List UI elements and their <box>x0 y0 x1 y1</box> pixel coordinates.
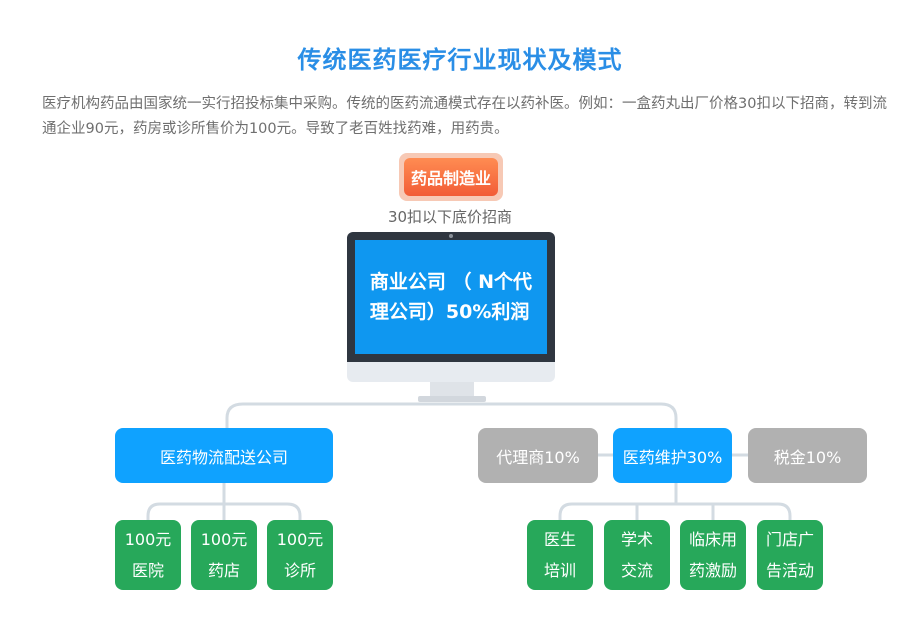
monitor-node: 商业公司 （ N个代 理公司）50%利润 <box>347 232 555 362</box>
store-advert-node: 门店广 告活动 <box>757 520 823 590</box>
monitor-screen: 商业公司 （ N个代 理公司）50%利润 <box>355 240 547 354</box>
hospital-price: 100元 <box>124 530 172 549</box>
manufacturer-label: 药品制造业 <box>404 158 498 196</box>
hospital-node: 100元 医院 <box>115 520 181 590</box>
doctor-training-node: 医生 培训 <box>527 520 593 590</box>
tax-label: 税金10% <box>773 447 842 467</box>
clinic-node: 100元 诊所 <box>267 520 333 590</box>
pharmacy-price: 100元 <box>200 530 248 549</box>
logistics-company-label: 医药物流配送公司 <box>159 447 288 467</box>
camera-dot <box>449 234 453 238</box>
tax-node: 税金10% <box>748 428 867 483</box>
clinic-label: 诊所 <box>283 561 316 580</box>
monitor-chin <box>347 362 555 382</box>
manufacturer-caption: 30扣以下底价招商 <box>387 208 513 226</box>
clinical-incentive-line2: 药激励 <box>688 561 737 580</box>
clinical-incentive-line1: 临床用 <box>688 530 737 549</box>
doctor-training-line2: 培训 <box>543 561 576 580</box>
hospital-label: 医院 <box>131 561 164 580</box>
academic-exchange-line2: 交流 <box>620 561 653 580</box>
clinical-incentive-node: 临床用 药激励 <box>680 520 746 590</box>
doctor-training-line1: 医生 <box>543 530 576 549</box>
maintenance-label: 医药维护30% <box>622 447 723 467</box>
pharmacy-label: 药店 <box>207 561 240 580</box>
monitor-text-line2: 理公司）50%利润 <box>369 301 530 323</box>
maintenance-node: 医药维护30% <box>613 428 732 483</box>
academic-exchange-node: 学术 交流 <box>604 520 670 590</box>
academic-exchange-line1: 学术 <box>620 530 653 549</box>
apple-logo-icon <box>444 365 458 379</box>
logistics-company-node: 医药物流配送公司 <box>115 428 333 483</box>
page-title: 传统医药医疗行业现状及模式 <box>297 46 623 74</box>
monitor-stand-neck <box>430 382 474 396</box>
agent-label: 代理商10% <box>496 447 580 467</box>
intro-paragraph: 医疗机构药品由国家统一实行招投标集中采购。传统的医药流通模式存在以药补医。例如：… <box>42 96 887 137</box>
monitor-text-line1: 商业公司 （ N个代 <box>369 271 533 293</box>
store-advert-line2: 告活动 <box>765 561 814 580</box>
manufacturer-node: 药品制造业 <box>399 153 503 201</box>
store-advert-line1: 门店广 <box>765 530 814 549</box>
agent-node: 代理商10% <box>478 428 598 483</box>
clinic-price: 100元 <box>276 530 324 549</box>
monitor-stand-foot <box>418 396 486 402</box>
pharmacy-node: 100元 药店 <box>191 520 257 590</box>
